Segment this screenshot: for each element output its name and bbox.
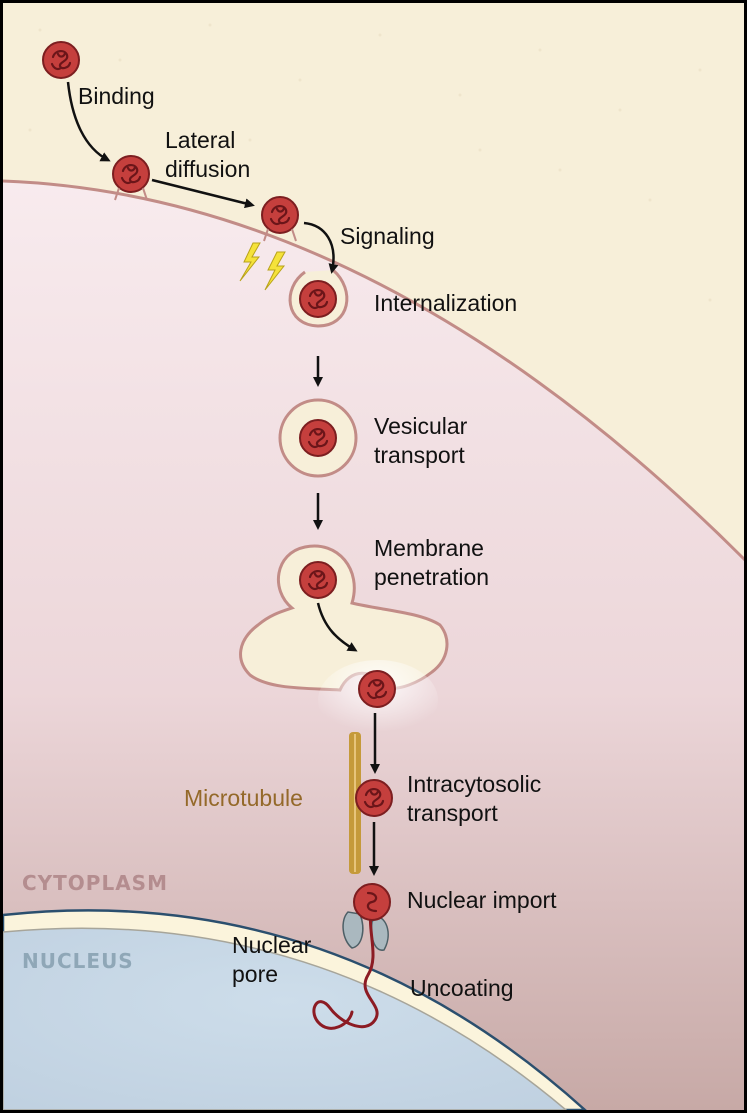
virus-particle-lateral [111,154,151,201]
virus-particle-endosome [298,560,338,600]
label-internalization: Internalization [374,290,517,316]
plasma-membrane [2,179,747,562]
virus-particle-internalization [298,279,338,319]
virus-particle-import [353,883,391,921]
label-vesicular-transport-2: transport [374,442,465,468]
nucleus-region [2,927,569,1111]
label-lateral-diffusion-2: diffusion [165,156,250,182]
arrow-binding-to-lateral [66,81,111,162]
arrow-signaling-to-pit [303,221,339,274]
virus-particle-escaped [357,669,397,709]
label-cytoplasm: CYTOPLASM [22,871,168,895]
arrow-lateral-to-signaling [151,178,255,209]
nuclear-pore [342,911,389,951]
label-microtubule: Microtubule [184,785,303,811]
label-uncoating: Uncoating [410,975,514,1001]
microtubule [349,732,361,874]
label-nuclear-pore-1: Nuclear [232,932,312,958]
label-nucleus: NUCLEUS [22,949,134,973]
virus-particle-transport [354,778,394,818]
flow-arrows [66,81,380,876]
label-binding: Binding [78,83,155,109]
label-membrane-penetration-2: penetration [374,564,489,590]
arrow-penetration-escape [316,602,358,652]
label-intracytosolic-transport-2: transport [407,800,498,826]
label-signaling: Signaling [340,223,435,249]
viral-genome [312,903,379,1030]
virus-particle-binding [41,40,81,80]
label-nuclear-import: Nuclear import [407,887,557,913]
label-intracytosolic-transport-1: Intracytosolic [407,771,541,797]
label-nuclear-pore-2: pore [232,961,278,987]
signal-bolt-icon [239,242,286,291]
virus-particle-vesicle [298,418,338,458]
virus-particle-signaling [260,195,300,242]
label-lateral-diffusion-1: Lateral [165,127,235,153]
label-membrane-penetration-1: Membrane [374,535,484,561]
label-vesicular-transport-1: Vesicular [374,413,468,439]
extracellular-texture [28,23,712,302]
